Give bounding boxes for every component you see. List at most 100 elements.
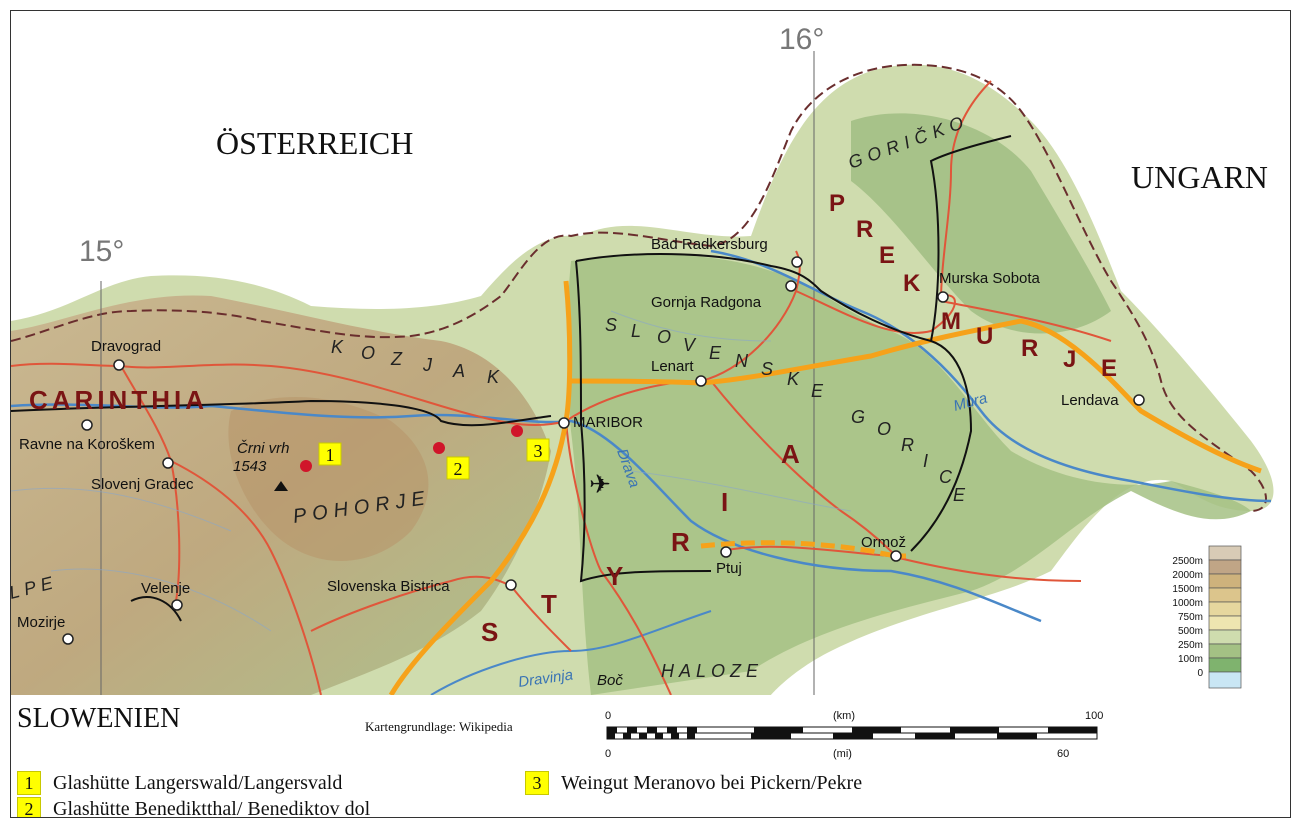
map-credit: Kartengrundlage: Wikipedia <box>365 719 513 734</box>
svg-text:(km): (km) <box>833 710 855 722</box>
svg-text:Z: Z <box>390 349 403 369</box>
svg-text:K: K <box>903 270 921 297</box>
meridian-16: 16° <box>779 23 824 56</box>
svg-text:(mi): (mi) <box>833 748 852 760</box>
svg-text:K: K <box>331 337 344 357</box>
svg-text:V: V <box>683 335 697 355</box>
svg-text:U: U <box>976 323 993 350</box>
peak-icon <box>274 481 288 491</box>
svg-text:G: G <box>851 407 865 427</box>
svg-text:Mozirje: Mozirje <box>17 614 65 631</box>
svg-text:Slovenj Gradec: Slovenj Gradec <box>91 476 194 493</box>
svg-text:Murska Sobota: Murska Sobota <box>939 270 1041 287</box>
map-frame: ✈ 1 2 3 ÖSTERREICH UNGARN 15° 16° CARINT… <box>10 10 1291 818</box>
svg-text:N: N <box>735 351 749 371</box>
svg-text:J: J <box>1063 346 1076 373</box>
railways <box>11 135 1012 622</box>
svg-text:K: K <box>487 367 500 387</box>
marker-3-dot[interactable] <box>511 425 523 437</box>
svg-text:O: O <box>877 419 891 439</box>
svg-text:Lenart: Lenart <box>651 358 694 375</box>
svg-text:P: P <box>829 190 845 217</box>
svg-text:0: 0 <box>605 710 611 722</box>
marker-2-dot[interactable] <box>433 442 445 454</box>
svg-text:500m: 500m <box>1178 626 1203 637</box>
svg-text:E: E <box>811 381 824 401</box>
svg-text:E: E <box>879 242 895 269</box>
marker-1-dot[interactable] <box>300 460 312 472</box>
svg-text:E: E <box>1101 355 1117 382</box>
svg-text:A: A <box>781 439 800 469</box>
meridian-15: 15° <box>79 235 124 268</box>
svg-text:100m: 100m <box>1178 654 1203 665</box>
svg-text:0: 0 <box>605 748 611 760</box>
svg-text:A: A <box>452 361 465 381</box>
svg-text:2000m: 2000m <box>1172 570 1203 581</box>
svg-text:Lendava: Lendava <box>1061 392 1119 409</box>
marker-3-num: 3 <box>534 441 543 461</box>
svg-text:E: E <box>953 485 966 505</box>
legend-label-2: Glashütte Benediktthal/ Benediktov dol <box>53 797 371 818</box>
elevation-legend: 2500m 2000m 1500m 1000m 750m 500m 250m 1… <box>1172 545 1242 689</box>
marker-2-num: 2 <box>454 459 463 479</box>
svg-text:Bad Radkersburg: Bad Radkersburg <box>651 236 768 253</box>
svg-text:O: O <box>657 327 671 347</box>
marker-1-num: 1 <box>326 445 335 465</box>
svg-text:K: K <box>787 369 800 389</box>
svg-text:250m: 250m <box>1178 640 1203 651</box>
legend-area: SLOWENIEN Kartengrundlage: Wikipedia 0 (… <box>11 695 1290 818</box>
motorways <box>388 280 1262 695</box>
svg-text:C: C <box>939 467 953 487</box>
svg-text:1500m: 1500m <box>1172 584 1203 595</box>
svg-text:Gornja Radgona: Gornja Radgona <box>651 294 762 311</box>
haloze-label: HALOZE <box>661 661 763 681</box>
legend-item-1: 1 Glashütte Langerswald/Langersvald <box>17 771 342 795</box>
svg-text:Ptuj: Ptuj <box>716 560 742 577</box>
svg-text:60: 60 <box>1057 748 1069 760</box>
svg-text:Ormož: Ormož <box>861 534 906 551</box>
legend-label-3: Weingut Meranovo bei Pickern/Pekre <box>561 771 863 794</box>
svg-text:0: 0 <box>1197 668 1203 679</box>
svg-text:I: I <box>923 451 928 471</box>
legend-num-3: 3 <box>525 771 549 795</box>
svg-text:R: R <box>856 216 873 243</box>
prekmurje-label: P R E K M U R J E <box>829 190 1117 382</box>
peak-name: Črni vrh <box>237 440 290 457</box>
svg-text:R: R <box>671 527 690 557</box>
town-dots <box>62 256 1145 645</box>
svg-text:Slovenska Bistrica: Slovenska Bistrica <box>327 578 450 595</box>
drava-river <box>11 403 1042 623</box>
svg-text:I: I <box>721 487 728 517</box>
gorice-label: G O R I C E <box>851 407 966 505</box>
svg-text:J: J <box>422 355 433 375</box>
kozjak-label: K O Z J A K <box>331 337 500 387</box>
svg-text:100: 100 <box>1085 710 1103 722</box>
svg-text:Ravne na Koroškem: Ravne na Koroškem <box>19 436 155 453</box>
svg-text:R: R <box>1021 335 1038 362</box>
slovenia-label: SLOWENIEN <box>17 703 181 734</box>
airport-icon: ✈ <box>589 470 611 500</box>
legend-num-2: 2 <box>17 797 41 817</box>
svg-text:S: S <box>761 359 773 379</box>
svg-text:Dravograd: Dravograd <box>91 338 161 355</box>
svg-text:Boč: Boč <box>597 672 623 689</box>
legend-label-1: Glashütte Langerswald/Langersvald <box>53 771 343 794</box>
legend-item-2: 2 Glashütte Benediktthal/ Benediktov dol <box>17 797 371 818</box>
legend-item-3: 3 Weingut Meranovo bei Pickern/Pekre <box>525 771 862 795</box>
scale-bar: 0 (km) 100 0 (mi) 60 <box>605 710 1103 760</box>
carinthia-label: CARINTHIA <box>29 385 208 415</box>
svg-text:2500m: 2500m <box>1172 556 1203 567</box>
legend-num-1: 1 <box>17 771 41 795</box>
hungary-label: UNGARN <box>1131 159 1268 195</box>
svg-text:750m: 750m <box>1178 612 1203 623</box>
austria-label: ÖSTERREICH <box>216 125 413 161</box>
peak-height: 1543 <box>233 458 267 475</box>
svg-text:R: R <box>901 435 914 455</box>
mura-river <box>710 249 1272 503</box>
svg-text:E: E <box>709 343 722 363</box>
svg-text:M: M <box>941 308 961 335</box>
svg-text:MARIBOR: MARIBOR <box>573 414 643 431</box>
svg-text:O: O <box>361 343 375 363</box>
svg-text:L: L <box>631 321 641 341</box>
svg-text:S: S <box>481 617 498 647</box>
